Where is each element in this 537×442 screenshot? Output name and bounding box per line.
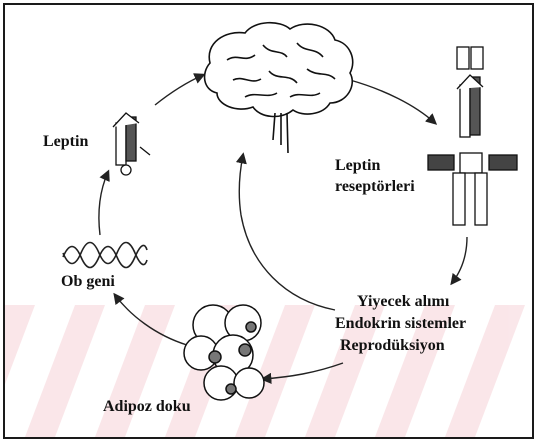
leptin-label: Leptin <box>43 133 88 151</box>
effect-food-intake: Yiyecek alımı <box>357 293 449 311</box>
effect-endocrine-systems: Endokrin sistemler <box>335 315 466 333</box>
leptin-receptor-label-line1: Leptin <box>335 157 380 175</box>
adipose-tissue-label: Adipoz doku <box>103 398 191 416</box>
ob-gene-label: Ob geni <box>61 273 115 291</box>
diagram-frame: Leptin Leptin reseptörleri Yiyecek alımı… <box>3 3 534 439</box>
leptin-receptor-label-line2: reseptörleri <box>335 178 415 196</box>
adipocyte-cluster-icon <box>5 5 532 437</box>
effect-reproduction: Reprodüksiyon <box>340 337 445 355</box>
